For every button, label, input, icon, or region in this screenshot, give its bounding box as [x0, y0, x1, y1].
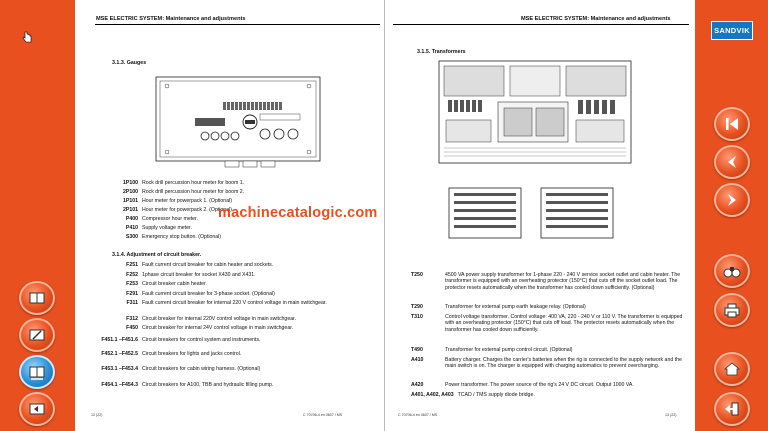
- watermark: machinecatalogic.com: [218, 205, 378, 221]
- print-icon[interactable]: [714, 293, 750, 327]
- sandvik-logo: SANDVIK: [711, 21, 753, 40]
- header-rule: [95, 24, 380, 25]
- exit-icon[interactable]: [714, 392, 750, 426]
- document-code: C 70706-4 en 0607 / MS: [303, 413, 343, 417]
- section-gauges-title: 3.1.3. Gauges: [112, 60, 147, 66]
- book-edit-icon[interactable]: [19, 318, 55, 352]
- next-page-icon[interactable]: [714, 183, 750, 217]
- page-number: 13 (22): [665, 413, 677, 417]
- left-toolbar: [0, 0, 75, 431]
- first-page-icon[interactable]: [714, 107, 750, 141]
- home-icon[interactable]: [714, 352, 750, 386]
- binoculars-icon[interactable]: [714, 254, 750, 288]
- right-page: MSE ELECTRIC SYSTEM: Maintenance and adj…: [385, 0, 695, 431]
- header-rule: [393, 24, 689, 25]
- book-back-icon[interactable]: [19, 392, 55, 426]
- book-view-icon[interactable]: [19, 355, 55, 389]
- transformer-detail-diagram: [448, 187, 522, 239]
- page-gutter: [384, 0, 385, 431]
- hand-cursor-icon: [22, 31, 32, 43]
- transformers-panel-diagram: [438, 60, 632, 164]
- section-breakers-title: 3.1.4. Adjustment of circuit breaker.: [112, 252, 202, 258]
- page-header: MSE ELECTRIC SYSTEM: Maintenance and adj…: [96, 16, 246, 22]
- book-icon[interactable]: [19, 281, 55, 315]
- previous-page-icon[interactable]: [714, 145, 750, 179]
- section-transformers-title: 3.1.5. Transformers: [417, 49, 466, 55]
- page-number: 12 (22): [91, 413, 103, 417]
- charger-detail-diagram: [540, 187, 614, 239]
- left-page: MSE ELECTRIC SYSTEM: Maintenance and adj…: [75, 0, 384, 431]
- page-header: MSE ELECTRIC SYSTEM: Maintenance and adj…: [521, 16, 671, 22]
- document-code: C 70706-4 en 0607 / MS: [398, 413, 438, 417]
- gauges-panel-diagram: [155, 76, 321, 168]
